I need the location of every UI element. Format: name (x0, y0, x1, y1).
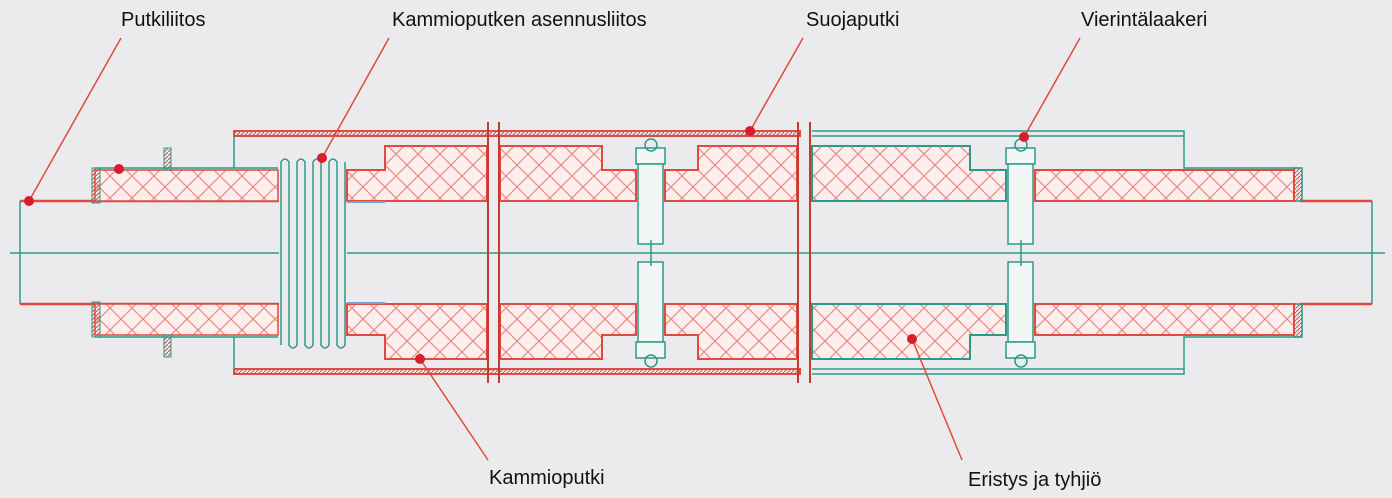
leader-chamber-pipe-joint (321, 37, 390, 159)
joint-marks (347, 201, 385, 304)
leader-lines (28, 37, 1081, 461)
flange-plates (487, 122, 811, 383)
marker-dot (24, 196, 34, 206)
marker-dot (114, 164, 124, 174)
inner-pipe-right (1300, 199, 1373, 306)
inner-pipe-middle (385, 200, 487, 305)
bearing-left (635, 138, 666, 368)
leader-chamber-pipe (419, 358, 489, 461)
label-pipe-joint: Putkiliitos (121, 9, 206, 31)
protective-pipe-red (233, 130, 801, 375)
bellows (279, 158, 347, 349)
label-rolling-bearing: Vierintälaakeri (1081, 9, 1208, 31)
label-protective-pipe: Suojaputki (806, 9, 900, 31)
bearing-right (1005, 138, 1036, 368)
marker-dot (907, 334, 917, 344)
chamber-insulation-upper (346, 145, 1295, 202)
left-insulation (91, 147, 279, 358)
chamber-insulation-lower (346, 303, 1295, 360)
leader-rolling-bearing (1023, 37, 1081, 138)
leader-insulation-vacuum (911, 338, 963, 461)
label-chamber-pipe-joint: Kammioputken asennusliitos (392, 9, 647, 31)
marker-dot (415, 354, 425, 364)
marker-dot (317, 153, 327, 163)
label-chamber-pipe: Kammioputki (489, 467, 605, 489)
leader-protective-pipe (749, 37, 804, 132)
marker-dot (1019, 132, 1029, 142)
label-insulation-vacuum: Eristys ja tyhjiö (968, 469, 1102, 491)
marker-dot (745, 126, 755, 136)
leader-pipe-joint (28, 37, 122, 202)
marker-dots (24, 126, 1029, 364)
